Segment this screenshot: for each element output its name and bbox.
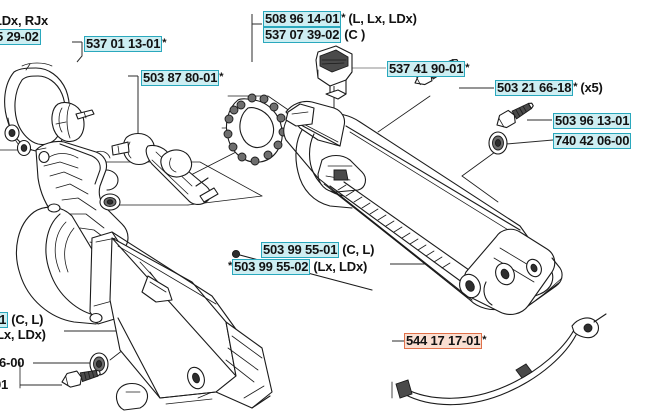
- label-503-99-55-01[interactable]: 503 99 55-01(C, L): [261, 242, 374, 258]
- label-503-87-80-01-star: *: [219, 71, 224, 83]
- part-washer-740-42-06-00: [488, 131, 508, 155]
- label-503-99-55-02[interactable]: *503 99 55-02(Lx, LDx): [228, 259, 367, 275]
- label-508-96-14-01-number[interactable]: 508 96 14-01: [263, 11, 342, 27]
- label-537-41-90-01-number[interactable]: 537 41 90-01: [387, 61, 466, 77]
- label-537-41-90-01-star: *: [465, 62, 470, 74]
- label-503-96-13-01-number[interactable]: 503 96 13-01: [553, 113, 632, 129]
- part-bushing-grommet: [51, 101, 95, 143]
- label-503-99-55-01-number[interactable]: 503 99 55-01: [261, 242, 340, 258]
- label-537-01-13-01[interactable]: 537 01 13-01*: [84, 36, 167, 52]
- label-503-87-80-01-number[interactable]: 503 87 80-01: [141, 70, 220, 86]
- label-bottom-left-cut-01-suffix: (C, L): [11, 312, 44, 327]
- label-740-42-06-00-number[interactable]: 740 42 06-00: [553, 133, 632, 149]
- part-screw-503-96-13-01: [496, 102, 534, 129]
- label-bottom-left-cut-01[interactable]: -01(C, L): [0, 312, 43, 328]
- label-bottom-left-cut-02-suffix: (Lx, LDx): [0, 327, 46, 342]
- label-537-07-39-02-suffix: (C ): [344, 27, 366, 42]
- part-screw-bottom-left: [61, 369, 101, 388]
- label-bottom-left-cut-01-number[interactable]: -01: [0, 312, 9, 328]
- label-bottom-left-cut-0001[interactable]: 01: [0, 378, 8, 392]
- label-503-99-55-02-suffix: (Lx, LDx): [313, 259, 368, 274]
- label-503-87-80-01[interactable]: 503 87 80-01*: [141, 70, 224, 86]
- label-bottom-left-cut-02[interactable]: (Lx, LDx): [0, 328, 46, 342]
- label-508-96-14-01-star: *: [341, 12, 346, 24]
- label-537-01-13-01-star: *: [162, 37, 167, 49]
- label-544-17-17-01-star: *: [482, 334, 487, 346]
- part-misc-small: [115, 382, 149, 411]
- label-508-96-14-01-suffix: (L, Lx, LDx): [348, 11, 417, 26]
- label-partial-top-left-number[interactable]: 5 29-02: [0, 29, 41, 45]
- label-503-21-66-18-number[interactable]: 503 21 66-18: [495, 80, 574, 96]
- part-spring-collar: [221, 93, 291, 166]
- label-740-42-06-00[interactable]: 740 42 06-00: [553, 133, 632, 149]
- header-fragment-top-left: LDx, RJx: [0, 14, 48, 28]
- label-bottom-left-cut-0600-number: 06-00: [0, 355, 25, 370]
- part-shaft-tube: [15, 203, 273, 409]
- label-544-17-17-01[interactable]: 544 17 17-01*: [404, 333, 487, 349]
- part-throttle-cable: [231, 249, 607, 406]
- header-fragment-text: LDx, RJx: [0, 13, 49, 28]
- label-537-01-13-01-number[interactable]: 537 01 13-01: [84, 36, 163, 52]
- label-544-17-17-01-number[interactable]: 544 17 17-01: [404, 333, 483, 349]
- label-508-96-14-01[interactable]: 508 96 14-01*(L, Lx, LDx): [263, 11, 417, 27]
- part-stop-switch: [315, 45, 353, 100]
- label-503-21-66-18-suffix: (x5): [580, 80, 603, 95]
- label-503-99-55-02-star: *: [228, 260, 233, 272]
- label-bottom-left-cut-0600[interactable]: 06-00: [0, 356, 24, 370]
- label-503-99-55-02-number[interactable]: 503 99 55-02: [232, 259, 311, 275]
- label-503-21-66-18[interactable]: 503 21 66-18*(x5): [495, 80, 603, 96]
- label-503-99-55-01-suffix: (C, L): [342, 242, 375, 257]
- label-537-41-90-01[interactable]: 537 41 90-01*: [387, 61, 470, 77]
- label-503-21-66-18-star: *: [573, 81, 578, 93]
- label-537-07-39-02-number[interactable]: 537 07 39-02: [263, 27, 342, 43]
- part-handle-housing: [283, 100, 563, 315]
- part-throttle-rod: [111, 132, 219, 205]
- label-partial-top-left: 5 29-02: [0, 29, 41, 45]
- label-503-96-13-01[interactable]: 503 96 13-01: [553, 113, 632, 129]
- part-washer-tube-top: [99, 193, 121, 211]
- label-537-07-39-02[interactable]: 537 07 39-02(C ): [263, 27, 365, 43]
- label-bottom-left-cut-0001-number: 01: [0, 377, 9, 392]
- part-washer-bottom-left: [89, 352, 109, 376]
